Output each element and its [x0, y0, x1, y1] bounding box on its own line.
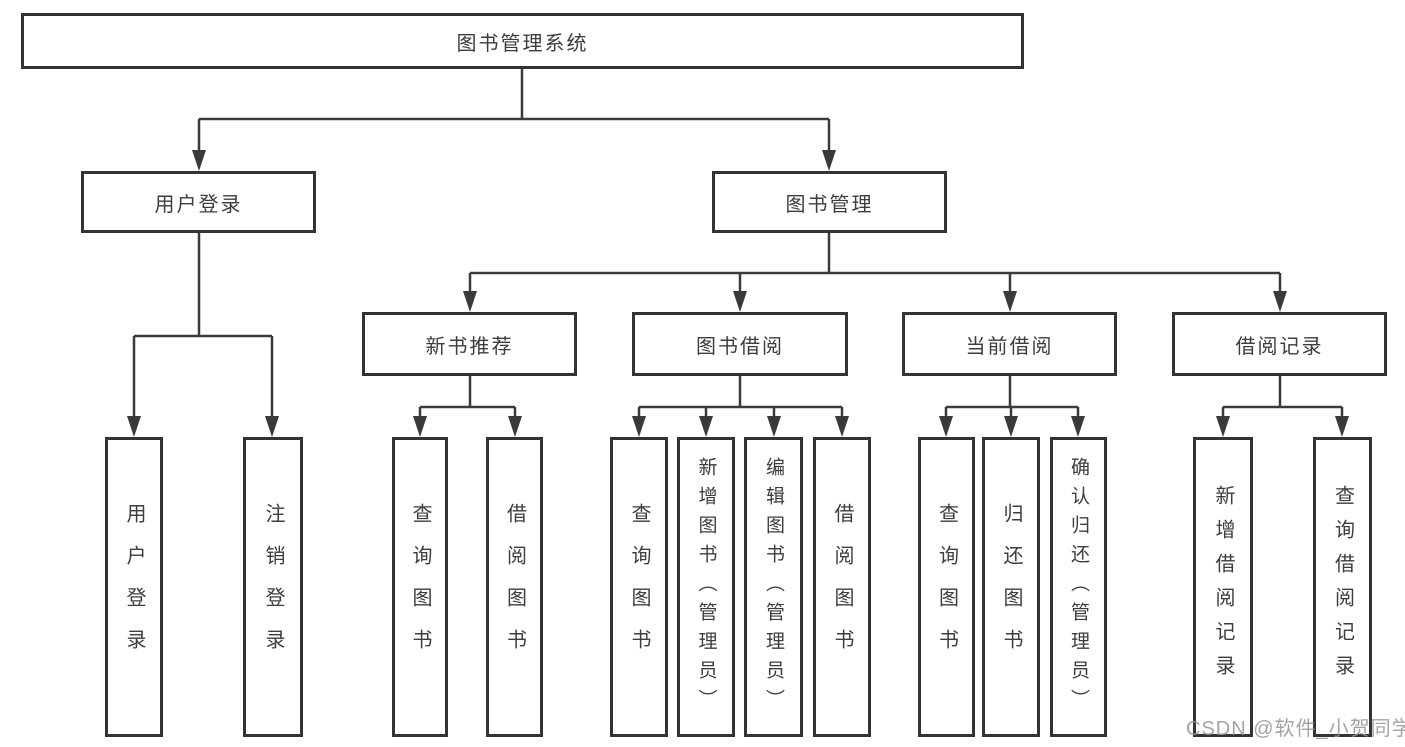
node-label: 查询图书 [409, 503, 431, 671]
node-label: 图书借阅 [696, 335, 784, 358]
node-label: 新增图书（管理员） [695, 456, 717, 718]
node-label: 借阅图书 [503, 503, 526, 671]
node-add-books-admin: 新增图书（管理员） [677, 437, 735, 737]
node-label: 借阅记录 [1235, 335, 1324, 358]
node-user-login: 用户登录 [81, 171, 316, 233]
node-library-management-system: 图书管理系统 [21, 13, 1024, 69]
node-label: 归还图书 [1000, 503, 1022, 671]
node-query-books-current: 查询图书 [918, 437, 975, 737]
node-borrow-books-recommend: 借阅图书 [486, 437, 543, 737]
node-label: 图书管理 [785, 193, 874, 216]
node-user-login-action: 用户登录 [105, 437, 163, 737]
node-label: 查询借阅记录 [1331, 485, 1354, 689]
node-label: 新书推荐 [425, 335, 514, 358]
node-label: 图书管理系统 [456, 32, 589, 55]
node-label: 用户登录 [123, 503, 145, 671]
node-label: 编辑图书（管理员） [763, 456, 784, 718]
node-query-books-recommend: 查询图书 [392, 437, 448, 737]
node-borrowing-records: 借阅记录 [1172, 312, 1387, 376]
node-label: 查询图书 [628, 503, 650, 671]
node-label: 新增借阅记录 [1212, 485, 1234, 689]
node-return-books: 归还图书 [982, 437, 1040, 737]
node-book-management: 图书管理 [712, 171, 947, 233]
node-label: 借阅图书 [831, 503, 853, 671]
node-borrow-books-borrow: 借阅图书 [813, 437, 871, 737]
node-query-books-borrow: 查询图书 [610, 437, 668, 737]
node-label: 查询图书 [935, 503, 958, 671]
node-label: 确认归还（管理员） [1068, 456, 1089, 718]
node-label: 当前借阅 [965, 335, 1054, 358]
node-book-borrowing: 图书借阅 [632, 312, 848, 376]
node-query-borrow-record: 查询借阅记录 [1313, 437, 1372, 737]
node-new-book-recommendation: 新书推荐 [362, 312, 577, 376]
node-current-borrowing: 当前借阅 [902, 312, 1117, 376]
node-confirm-return-admin: 确认归还（管理员） [1050, 437, 1107, 737]
node-add-borrow-record: 新增借阅记录 [1193, 437, 1253, 737]
node-label: 注销登录 [262, 503, 284, 671]
node-logout-action: 注销登录 [243, 437, 303, 737]
node-label: 用户登录 [154, 193, 243, 216]
node-edit-books-admin: 编辑图书（管理员） [744, 437, 803, 737]
csdn-watermark: CSDN @软件_小贺同学 [1186, 718, 1405, 740]
